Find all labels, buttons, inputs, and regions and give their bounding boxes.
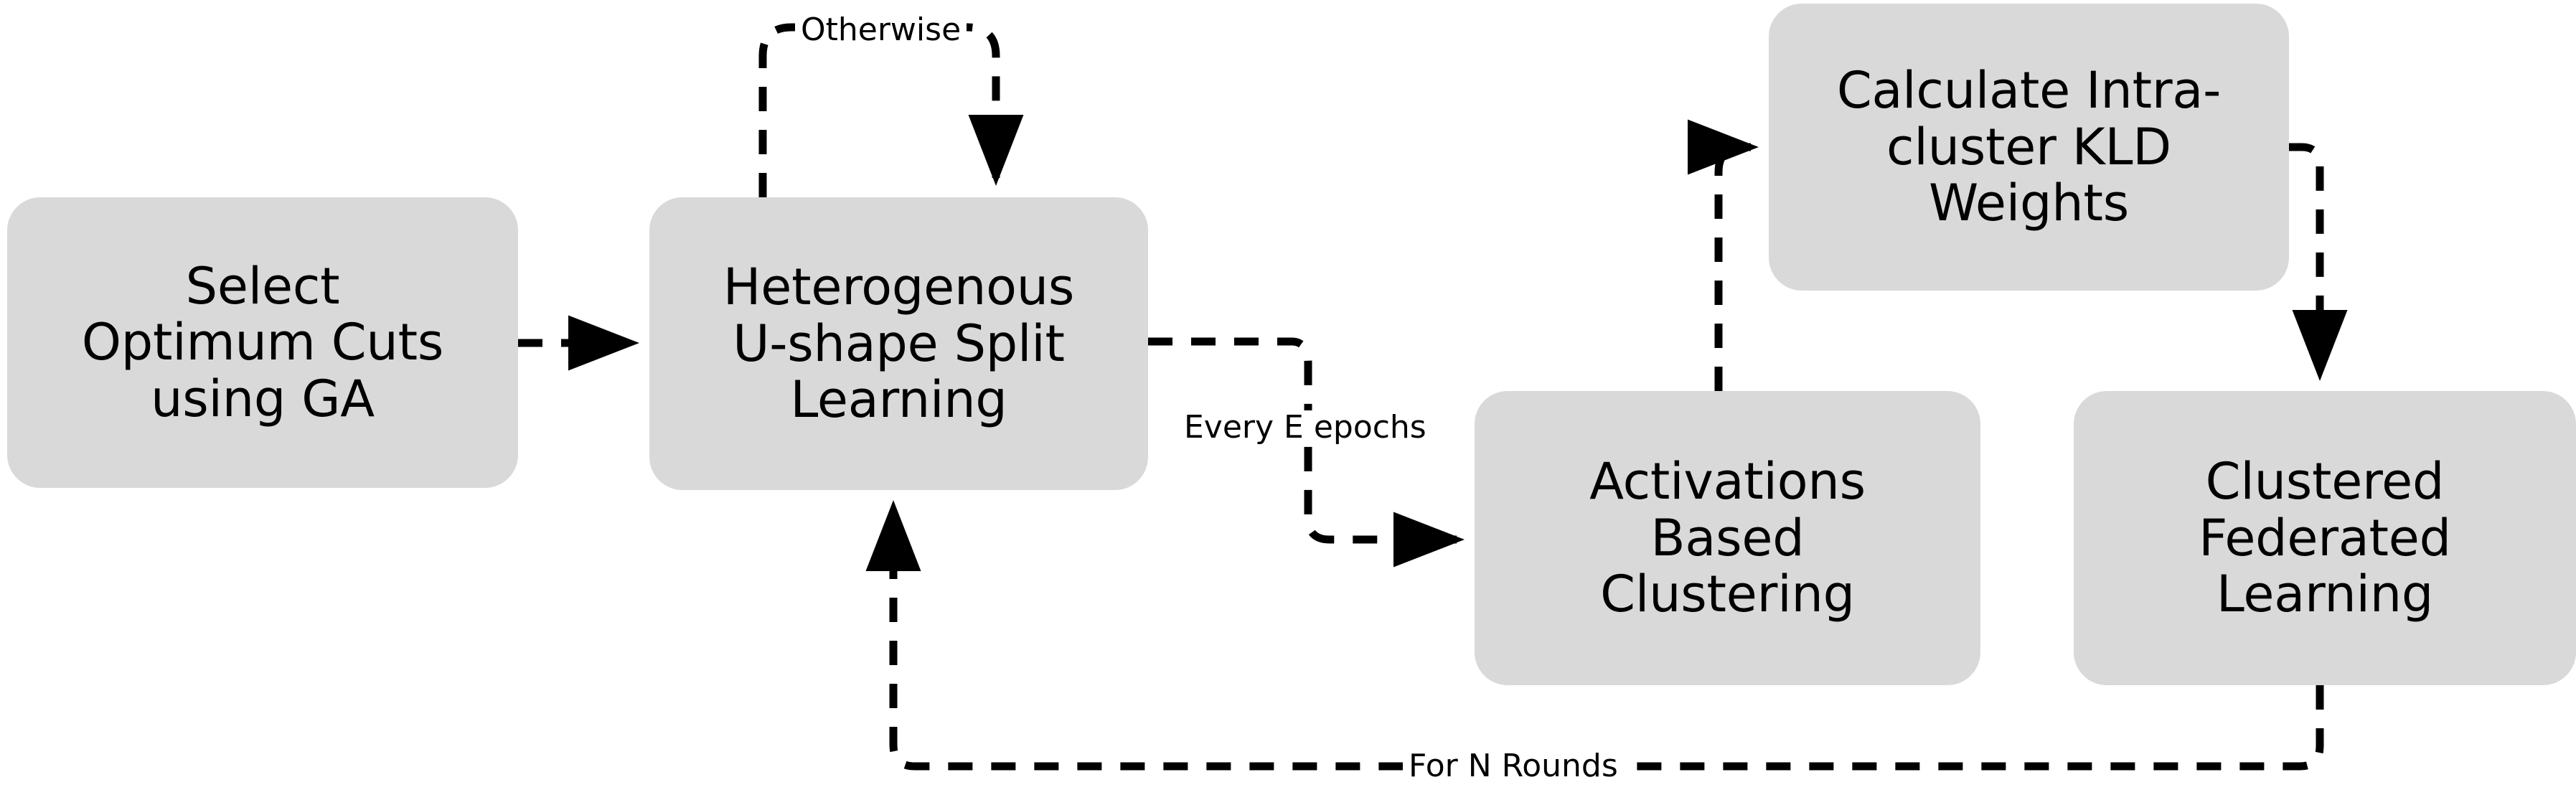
edge-clustering-to-kld — [1688, 119, 1759, 391]
node-heterogenous-usplit[interactable]: Heterogenous U-shape Split Learning — [649, 197, 1148, 490]
node-label-calculate-kld-weights: Calculate Intra- cluster KLD Weights — [1836, 61, 2222, 233]
node-select-optimum-cuts[interactable]: Select Optimum Cuts using GA — [7, 197, 518, 488]
node-calculate-kld-weights[interactable]: Calculate Intra- cluster KLD Weights — [1769, 4, 2289, 291]
edge-label-otherwise: Otherwise — [795, 13, 967, 47]
edge-label-every-e-epochs: Every E epochs — [1178, 410, 1432, 445]
edge-label-for-n-rounds: For N Rounds — [1403, 749, 1624, 783]
node-activations-clustering[interactable]: Activations Based Clustering — [1475, 391, 1980, 685]
edge-kld-to-cfl — [2289, 143, 2348, 381]
node-clustered-federated-learning[interactable]: Clustered Federated Learning — [2074, 391, 2576, 685]
node-label-select-optimum-cuts: Select Optimum Cuts using GA — [81, 256, 444, 428]
node-label-clustered-federated-learning: Clustered Federated Learning — [2199, 452, 2451, 624]
node-label-activations-clustering: Activations Based Clustering — [1589, 452, 1866, 624]
edge-usplit-self-loop-otherwise — [758, 23, 1024, 197]
node-label-heterogenous-usplit: Heterogenous U-shape Split Learning — [723, 258, 1075, 430]
